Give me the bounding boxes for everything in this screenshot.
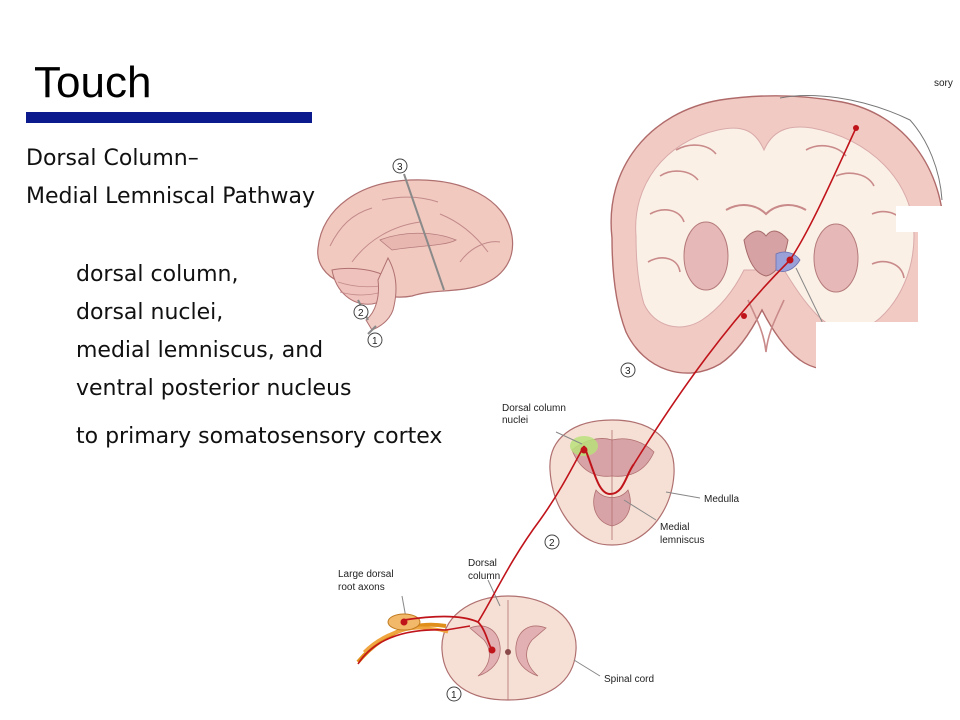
pathway-item-dorsal-column: dorsal column,: [76, 262, 239, 287]
spinal-cord-section: [401, 579, 601, 702]
spinal-marker-1: 1: [451, 690, 457, 701]
label-medial-lemniscus-line2: lemniscus: [660, 535, 704, 546]
label-root-axons-line2: root axons: [338, 582, 385, 593]
pathway-item-dorsal-nuclei: dorsal nuclei,: [76, 300, 224, 325]
label-root-axons-line1: Large dorsal: [338, 569, 394, 580]
pathway-item-medial-lemniscus: medial lemniscus, and: [76, 338, 324, 363]
sagittal-marker-3: 3: [397, 162, 403, 173]
pathway-target: to primary somatosensory cortex: [76, 424, 443, 449]
mask-rect-c: [816, 322, 960, 376]
coronal-brain-section: [610, 95, 945, 378]
label-medial-lemniscus-line1: Medial: [660, 522, 689, 533]
pathway-heading-line1: Dorsal Column–: [26, 146, 199, 171]
sagittal-marker-1: 1: [372, 336, 378, 347]
mask-rect-a: [896, 206, 960, 232]
label-spinal-cord: Spinal cord: [604, 674, 654, 685]
pathway-item-ventral-posterior-nucleus: ventral posterior nucleus: [76, 376, 352, 401]
dorsal-column-pathway-line: [400, 125, 859, 654]
sagittal-brain-illustration: [317, 158, 514, 348]
label-dorsal-column-nuclei-line1: Dorsal column: [502, 403, 566, 414]
sagittal-marker-2: 2: [358, 308, 364, 319]
label-medulla: Medulla: [704, 494, 739, 505]
label-dorsal-column-line2: column: [468, 571, 500, 582]
coronal-marker-3: 3: [625, 366, 631, 377]
medulla-marker-2: 2: [549, 538, 555, 549]
slide-title: Touch: [34, 58, 152, 107]
label-dorsal-column-line1: Dorsal: [468, 558, 497, 569]
label-dorsal-column-nuclei-line2: nuclei: [502, 415, 528, 426]
pathway-heading-line2: Medial Lemniscal Pathway: [26, 184, 316, 209]
label-somatosensory-fragment: sory: [934, 78, 953, 89]
mask-rect-b: [918, 232, 960, 322]
title-underline-bar: [26, 112, 312, 123]
